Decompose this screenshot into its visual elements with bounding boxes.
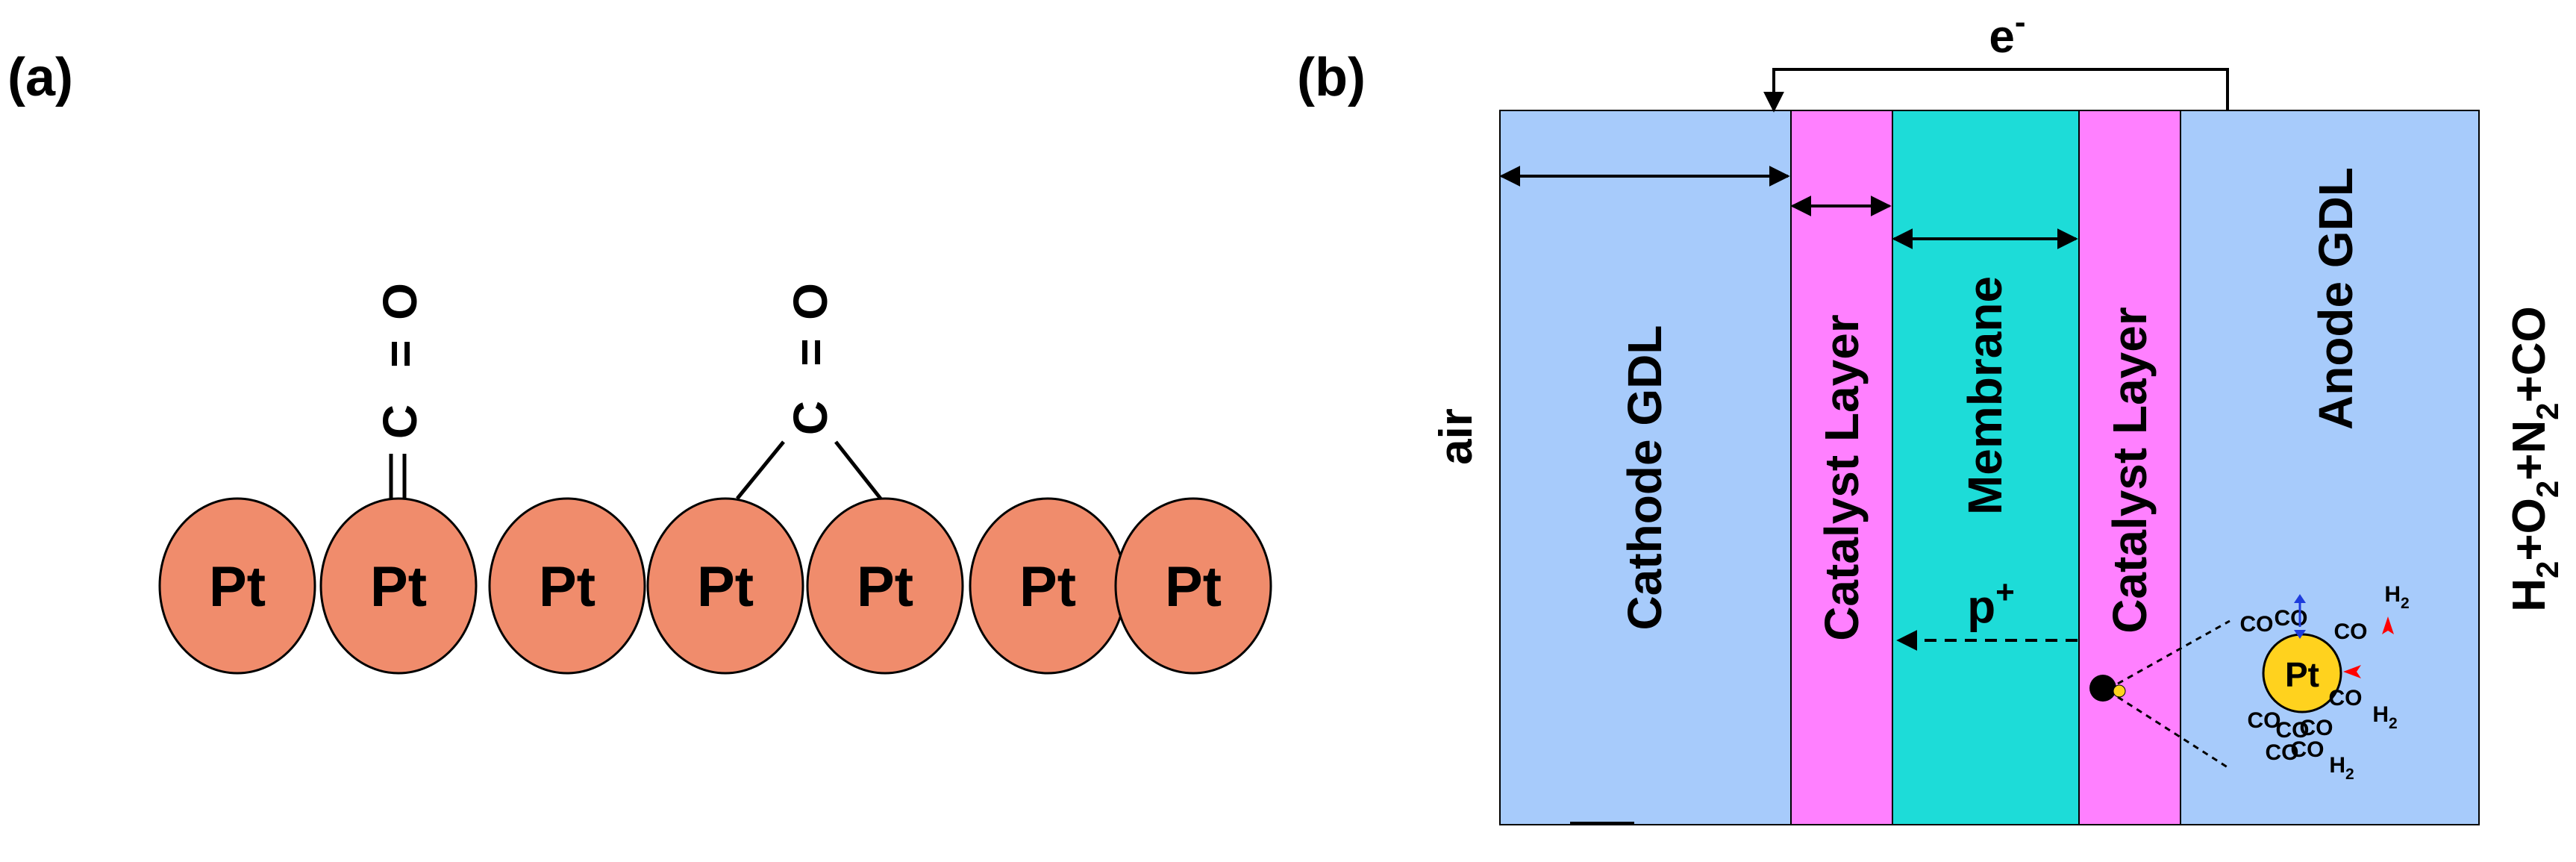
catalyst-layer-right-label: Catalyst Layer [2103, 307, 2157, 634]
h2-blocked-arrow-lower [2343, 665, 2361, 678]
anode-gdl-layer [2180, 110, 2480, 825]
co-molecule: CO [2329, 686, 2363, 710]
pt-atom-label: Pt [697, 555, 754, 619]
pt-center-label: Pt [2285, 655, 2319, 694]
linear-co-c: C [373, 405, 427, 439]
proton-label: p+ [1967, 574, 2015, 633]
panel-b-label: (b) [1297, 48, 1366, 107]
pt-atom-3: Pt [488, 497, 646, 675]
co-molecule: CO [2248, 708, 2281, 733]
linear-co-o: O [373, 283, 427, 320]
linear-co-molecule: C = O [373, 283, 427, 499]
h2-molecule: H2 [2384, 582, 2409, 612]
co-molecule: CO [2334, 619, 2368, 644]
co-molecule: CO [2276, 718, 2310, 743]
h2-molecule: H2 [2329, 753, 2354, 783]
catalyst-layer-left [1790, 110, 1893, 825]
pt-atom-label: Pt [1019, 555, 1076, 619]
pt-atom-5: Pt [806, 497, 964, 675]
pt-atom-4: Pt [646, 497, 804, 675]
co-molecule: CO [2291, 737, 2325, 762]
h2-molecule: H2 [2372, 702, 2397, 732]
electron-label: e- [1989, 4, 2025, 63]
pt-atom-7: Pt [1114, 497, 1272, 675]
co-molecule: CO [2240, 612, 2274, 637]
anode-feed-label: H2+O2+N2+CO [2504, 306, 2565, 612]
pt-poisoning-inset: Pt CO CO CO CO CO CO CO CO CO H2 H2 H2 [2240, 582, 2410, 783]
bridge-co-molecule: C = O [736, 283, 882, 500]
cathode-gdl-layer [1499, 110, 1792, 825]
h2-blocked-arrow-upper [2382, 616, 2394, 634]
cathode-gdl-label: Cathode GDL [1618, 325, 1672, 631]
air-inlet-label: air [1431, 408, 1482, 465]
pt-atom-1: Pt [158, 497, 316, 675]
pt-atom-label: Pt [1165, 555, 1222, 619]
bridge-co-double-bond: = [784, 338, 837, 366]
pt-atom-chain: Pt Pt Pt Pt Pt Pt Pt [158, 497, 1272, 675]
linear-co-double-bond: = [373, 340, 427, 367]
pt-atom-label: Pt [209, 555, 266, 619]
co-molecule: CO [2275, 606, 2308, 631]
bridge-co-o: O [784, 283, 837, 320]
pt-atom-6: Pt [969, 497, 1127, 675]
pt-atom-label: Pt [857, 555, 913, 619]
membrane-label: Membrane [1958, 276, 2012, 515]
pt-particle-dot [2113, 684, 2126, 698]
panel-a-label: (a) [7, 48, 73, 107]
catalyst-particle-dot [2089, 675, 2116, 702]
pt-atom-label: Pt [539, 555, 595, 619]
pt-atom-label: Pt [370, 555, 427, 619]
co-molecule: CO [2266, 740, 2299, 765]
co-exchange-arrow [2294, 594, 2306, 639]
co-molecule: CO [2300, 716, 2333, 740]
anode-gdl-label: Anode GDL [2309, 167, 2363, 430]
external-circuit [1763, 68, 2229, 113]
pt-atom-2: Pt [319, 497, 478, 675]
bridge-co-c: C [784, 401, 837, 435]
catalyst-layer-left-label: Catalyst Layer [1815, 314, 1869, 641]
